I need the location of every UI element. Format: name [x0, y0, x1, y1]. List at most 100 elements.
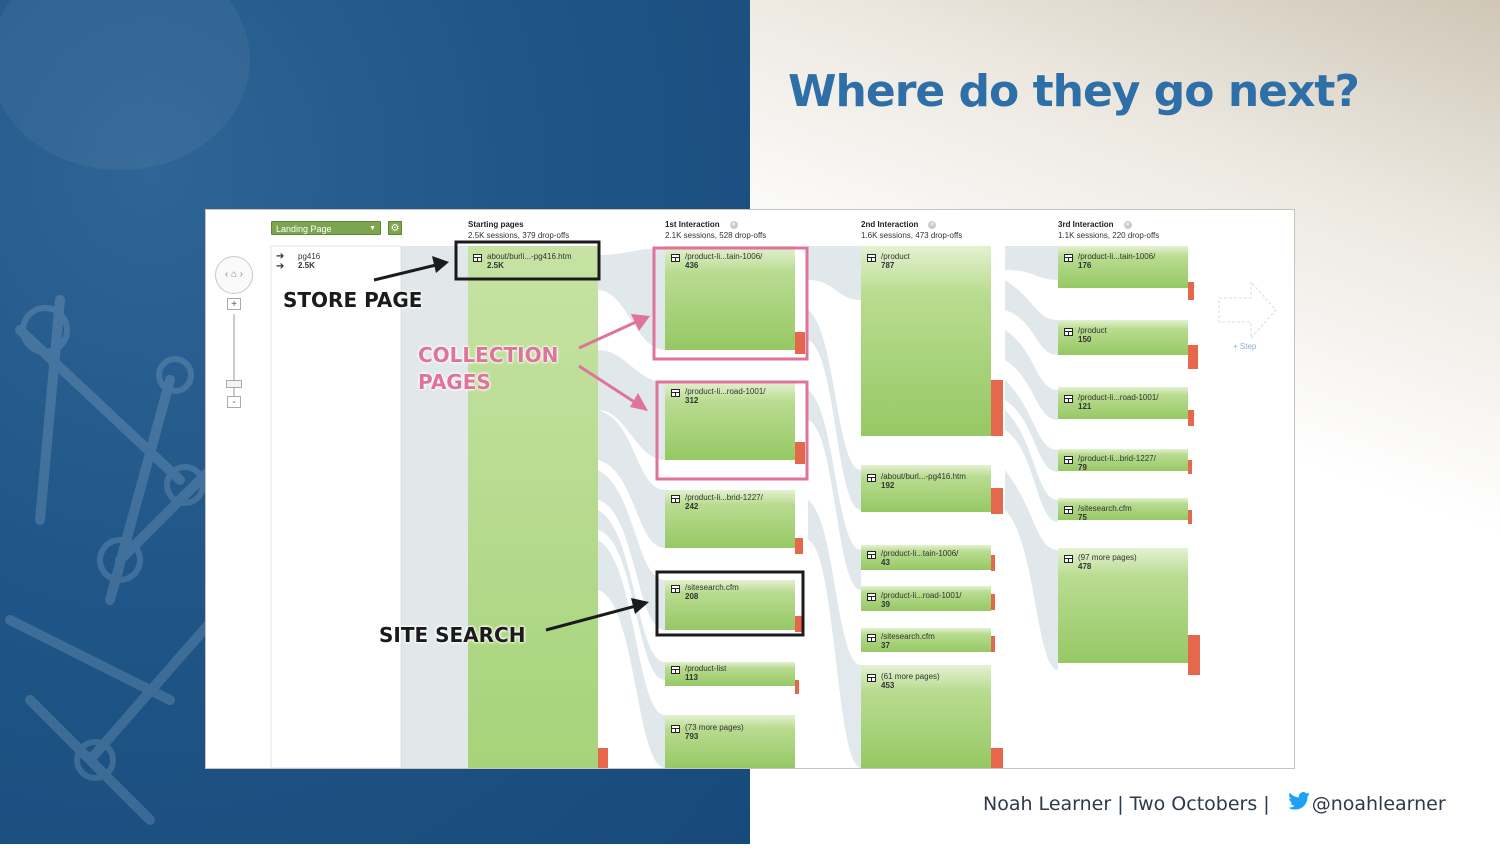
column-title: 2nd Interaction× — [861, 219, 962, 230]
annotation-line: PAGES — [418, 370, 491, 394]
node-name: /product-li...tain-1006/ — [1078, 252, 1156, 261]
node-name: /product-li...tain-1006/ — [685, 252, 763, 261]
i1-node — [665, 580, 795, 630]
node-count: 79 — [1078, 463, 1087, 472]
node-count: 150 — [1078, 335, 1092, 344]
node-name: /product-li...brid-1227/ — [1078, 454, 1156, 463]
page-icon — [671, 495, 680, 503]
i1-node — [665, 490, 795, 548]
page-icon — [867, 634, 876, 642]
page-icon — [671, 725, 680, 733]
flow-diagram — [270, 240, 1277, 768]
starting-page-node — [468, 246, 598, 768]
page-icon — [671, 666, 680, 674]
zoom-in-button[interactable]: + — [227, 298, 241, 310]
node-name: (97 more pages) — [1078, 553, 1137, 562]
close-icon[interactable]: × — [729, 220, 738, 229]
i3-node — [1058, 548, 1188, 663]
page-icon — [867, 593, 876, 601]
twitter-bird-icon — [1287, 792, 1310, 815]
page-icon — [1064, 395, 1073, 403]
i1-node — [665, 662, 795, 686]
dimension-select[interactable]: Landing Page ▼ — [271, 221, 381, 235]
node-name: (73 more pages) — [685, 723, 744, 732]
page-icon — [1064, 328, 1073, 336]
column-header-1st: 1st Interaction×2.1K sessions, 528 drop-… — [665, 219, 766, 241]
node-name: /product-list — [685, 664, 727, 673]
page-icon — [473, 254, 482, 262]
column-stats: 2.1K sessions, 528 drop-offs — [665, 231, 767, 240]
twitter-handle[interactable]: @noahlearner — [1311, 792, 1446, 815]
node-name: /product-li...tain-1006/ — [881, 549, 959, 558]
node-name: /product-li...brid-1227/ — [685, 493, 763, 502]
annotation-arrows — [373, 256, 650, 632]
page-icon — [671, 585, 680, 593]
page-icon — [867, 254, 876, 262]
node-name: /product — [881, 252, 910, 261]
node-count: 2.5K — [487, 261, 504, 270]
store-page-highlight — [454, 240, 601, 281]
page-icon — [867, 551, 876, 559]
node-name: pg416 — [298, 252, 321, 261]
slide-title: Where do they go next? — [788, 66, 1360, 117]
site-search-annotation: SITE SEARCH — [379, 623, 526, 647]
node-count: 787 — [881, 261, 895, 270]
zoom-out-button[interactable]: - — [227, 396, 241, 408]
slide-footer: Noah Learner | Two Octobers | @noahlearn… — [983, 792, 1446, 815]
node-count: 75 — [1078, 513, 1087, 522]
node-count: 37 — [881, 641, 890, 650]
page-icon — [1064, 555, 1073, 563]
node-count: 176 — [1078, 261, 1092, 270]
node-name: /product-li...road-1001/ — [881, 591, 962, 600]
node-count: 478 — [1078, 562, 1092, 571]
zoom-track[interactable] — [233, 314, 235, 398]
i2-node — [861, 628, 991, 652]
chevron-down-icon: ▼ — [369, 225, 376, 232]
node-count: 208 — [685, 592, 699, 601]
node-count: 43 — [881, 558, 890, 567]
zoom-slider-thumb[interactable] — [226, 380, 242, 388]
node-name: about/burli...-pg416.htm — [487, 252, 572, 261]
node-name: /sitesearch.cfm — [685, 583, 739, 592]
dimension-select-label: Landing Page — [276, 224, 332, 234]
node-count: 242 — [685, 502, 699, 511]
node-count: 436 — [685, 261, 699, 270]
node-name: /about/burl...-pg416.htm — [881, 472, 966, 481]
page-icon — [867, 474, 876, 482]
collection-highlight-1 — [652, 246, 809, 361]
node-count: 113 — [685, 673, 698, 682]
store-page-annotation: STORE PAGE — [283, 288, 423, 312]
column-title: 3rd Interaction× — [1058, 219, 1159, 230]
page-icon — [1064, 506, 1073, 514]
i3-node — [1058, 498, 1188, 520]
node-count: 192 — [881, 481, 895, 490]
ga-behavior-flow-screenshot: Landing Page ▼ ⚙ ‹ ⌂ › + - Starting pages… — [205, 209, 1295, 769]
page-icon — [867, 674, 876, 682]
node-name: /sitesearch.cfm — [1078, 504, 1132, 513]
annotation-line: COLLECTION — [418, 343, 559, 367]
i1-node — [665, 715, 795, 768]
site-search-highlight — [655, 570, 805, 637]
landing-arrows-icon: ➔➔ — [276, 251, 285, 272]
i3-node — [1058, 320, 1188, 355]
node-count: 121 — [1078, 402, 1092, 411]
i1-node — [665, 246, 795, 350]
close-icon[interactable]: × — [1123, 220, 1132, 229]
node-name: /product-li...road-1001/ — [685, 387, 766, 396]
node-name: /product-li...road-1001/ — [1078, 393, 1159, 402]
i2-node — [861, 545, 991, 570]
close-icon[interactable]: × — [928, 220, 937, 229]
gear-icon[interactable]: ⚙ — [388, 221, 402, 235]
node-count: 2.5K — [298, 261, 315, 270]
landing-flow-band — [401, 246, 468, 768]
page-icon — [671, 254, 680, 262]
add-step-link[interactable]: + Step — [1233, 342, 1257, 351]
column-header-2nd: 2nd Interaction×1.6K sessions, 473 drop-… — [861, 219, 962, 241]
column-header-3rd: 3rd Interaction×1.1K sessions, 220 drop-… — [1058, 219, 1159, 241]
i2-node — [861, 246, 991, 436]
tools-photo-overlay — [0, 0, 265, 825]
pan-control[interactable]: ‹ ⌂ › — [215, 256, 253, 294]
node-count: 453 — [881, 681, 895, 690]
page-icon — [671, 389, 680, 397]
